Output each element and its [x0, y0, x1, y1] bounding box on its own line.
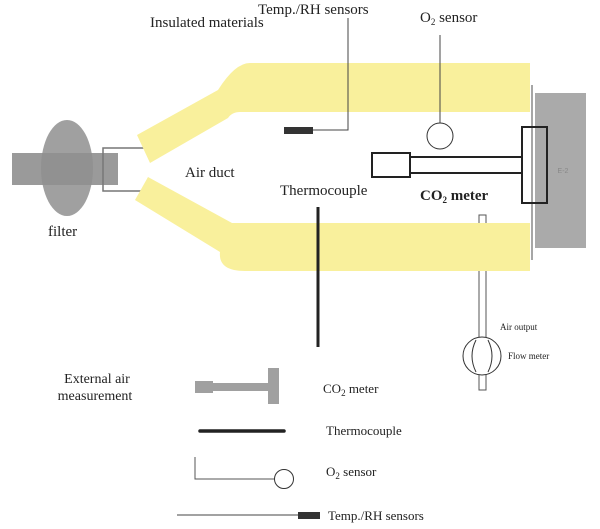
thermocouple-label: Thermocouple: [280, 183, 368, 199]
legend-title-line2: measurement: [58, 389, 133, 404]
legend: External air measurement CO2 meter Therm…: [58, 368, 424, 523]
svg-text:O2 sensor: O2 sensor: [326, 464, 377, 481]
co2-meter-icon: [195, 368, 279, 404]
co2-meter-mount: [521, 126, 548, 204]
flow-meter-label: Flow meter: [508, 351, 549, 361]
insulation: [135, 63, 530, 271]
flow-meter-icon: [462, 336, 502, 376]
insulation-lower: [135, 177, 530, 271]
air-output-label: Air output: [500, 322, 538, 332]
chamber-block-label: E-2: [558, 168, 569, 175]
legend-item-co2-meter: CO2 meter: [195, 368, 379, 404]
temp-rh-sensors-label: Temp./RH sensors: [258, 2, 369, 18]
temp-rh-wire: [312, 18, 349, 131]
insulation-upper: [137, 63, 530, 163]
co2-meter-stem: [409, 156, 523, 174]
svg-text:Temp./RH sensors: Temp./RH sensors: [328, 508, 424, 523]
legend-item-thermocouple: Thermocouple: [198, 423, 402, 438]
temp-rh-sensor: [284, 18, 349, 134]
legend-item-o2-sensor: O2 sensor: [194, 457, 377, 489]
air-output-tube-mask: [478, 223, 487, 271]
insulated-materials-label: Insulated materials: [150, 15, 264, 31]
co2-meter-label: CO2 meter: [420, 188, 489, 205]
temp-rh-sensor-icon: [177, 512, 320, 519]
air-duct-label: Air duct: [185, 165, 235, 181]
o2-sensor-label: O2 sensor: [420, 10, 477, 27]
flow-meter-blade-right: [487, 339, 493, 373]
o2-sensor-icon: [426, 122, 454, 150]
filter-disc: [41, 120, 93, 216]
pipe-connector: [102, 147, 145, 192]
chamber-block: [535, 93, 586, 248]
legend-title-line1: External air: [64, 372, 130, 387]
o2-sensor: [426, 35, 454, 150]
flow-meter-blade-left: [471, 339, 477, 373]
co2-meter-head: [371, 152, 411, 178]
o2-sensor-icon: [194, 457, 294, 489]
legend-item-temp-rh: Temp./RH sensors: [177, 508, 424, 523]
filter-assembly: [12, 120, 145, 216]
air-output-tube: [478, 214, 487, 391]
filter-label: filter: [48, 224, 77, 240]
svg-text:Thermocouple: Thermocouple: [326, 423, 402, 438]
svg-text:CO2 meter: CO2 meter: [323, 381, 379, 398]
temp-rh-probe-icon: [284, 127, 313, 134]
co2-meter: [371, 126, 548, 204]
air-output-assembly: [462, 214, 502, 391]
